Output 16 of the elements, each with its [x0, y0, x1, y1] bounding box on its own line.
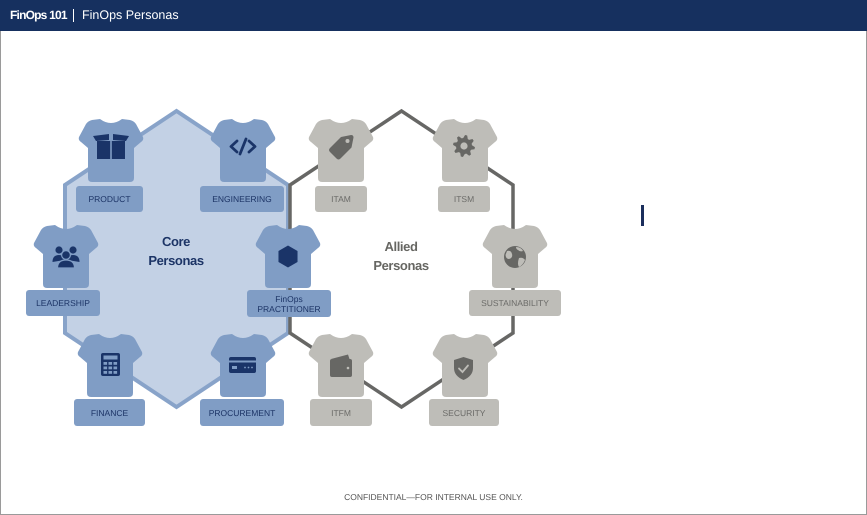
- group-title: Core Personas: [147, 233, 205, 270]
- persona-tag: FinOps PRACTITIONER: [247, 290, 331, 317]
- persona-tag: ITSM: [438, 186, 490, 212]
- persona-tag: FINANCE: [74, 399, 145, 426]
- page-title: FinOps Personas: [82, 8, 179, 23]
- persona-tag: ITAM: [315, 186, 367, 212]
- persona-tag: LEADERSHIP: [26, 290, 100, 316]
- persona-tag: SECURITY: [429, 399, 499, 426]
- deck-name: FinOps 101: [10, 8, 67, 23]
- persona-tag: SUSTAINABILITY: [469, 290, 561, 316]
- persona-tag: ENGINEERING: [200, 186, 284, 212]
- persona-tag: PROCUREMENT: [200, 399, 284, 426]
- confidentiality-note: CONFIDENTIAL—FOR INTERNAL USE ONLY.: [344, 492, 523, 503]
- persona-tag: PRODUCT: [76, 186, 143, 212]
- persona-tag: ITFM: [310, 399, 372, 426]
- group-title: Allied Personas: [372, 238, 430, 275]
